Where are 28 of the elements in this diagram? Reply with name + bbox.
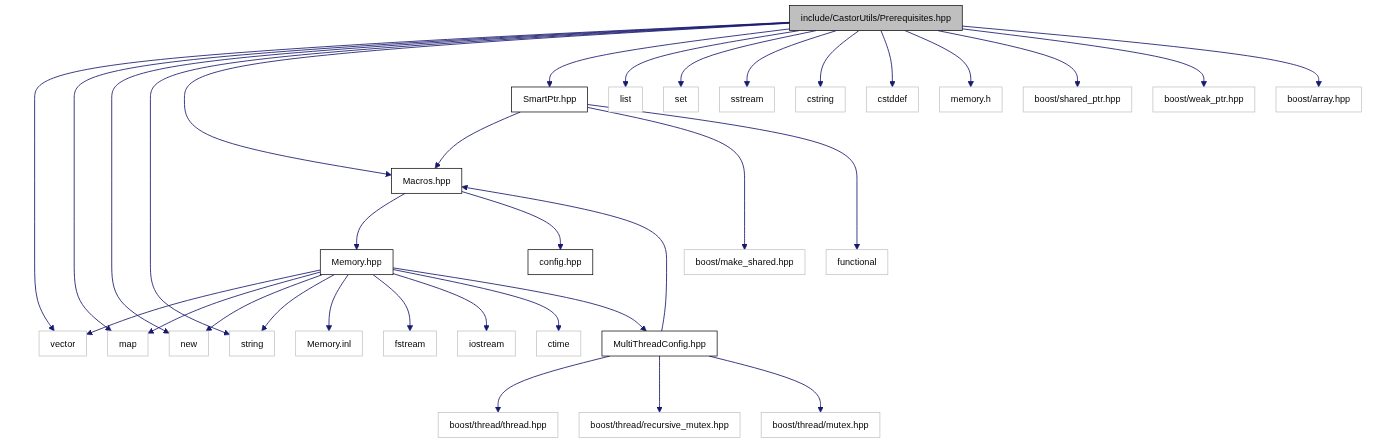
node-box: MultiThreadConfig.hpp [601, 330, 718, 357]
node-box: boost/weak_ptr.hpp [1152, 86, 1256, 113]
node-box: boost/shared_ptr.hpp [1022, 86, 1133, 113]
node-box: Memory.inl [295, 330, 363, 357]
node-box: SmartPtr.hpp [511, 86, 588, 113]
node-box: cstring [795, 86, 846, 113]
node-box: boost/thread/mutex.hpp [760, 412, 881, 438]
node-box: include/CastorUtils/Prerequisites.hpp [789, 5, 963, 31]
node-box: vector [38, 330, 87, 357]
node-box: boost/make_shared.hpp [683, 249, 806, 276]
node-box: sstream [719, 86, 775, 113]
node-box: boost/thread/recursive_mutex.hpp [578, 412, 741, 438]
node-box: set [663, 86, 699, 113]
node-box: Macros.hpp [391, 168, 463, 194]
node-box: new [168, 330, 209, 357]
node-box: ctime [536, 330, 582, 357]
node-box: boost/thread/thread.hpp [437, 412, 559, 438]
node-box: map [107, 330, 149, 357]
node-box: fstream [383, 330, 437, 357]
node-box: list [608, 86, 643, 113]
node-box: cstddef [865, 86, 919, 113]
node-box: string [229, 330, 275, 357]
node-box: functional [825, 249, 889, 276]
node-box: boost/array.hpp [1275, 86, 1362, 113]
node-box: Memory.hpp [319, 249, 394, 276]
node-box: memory.h [939, 86, 1003, 113]
node-box: iostream [457, 330, 516, 357]
node-box: config.hpp [527, 249, 594, 276]
